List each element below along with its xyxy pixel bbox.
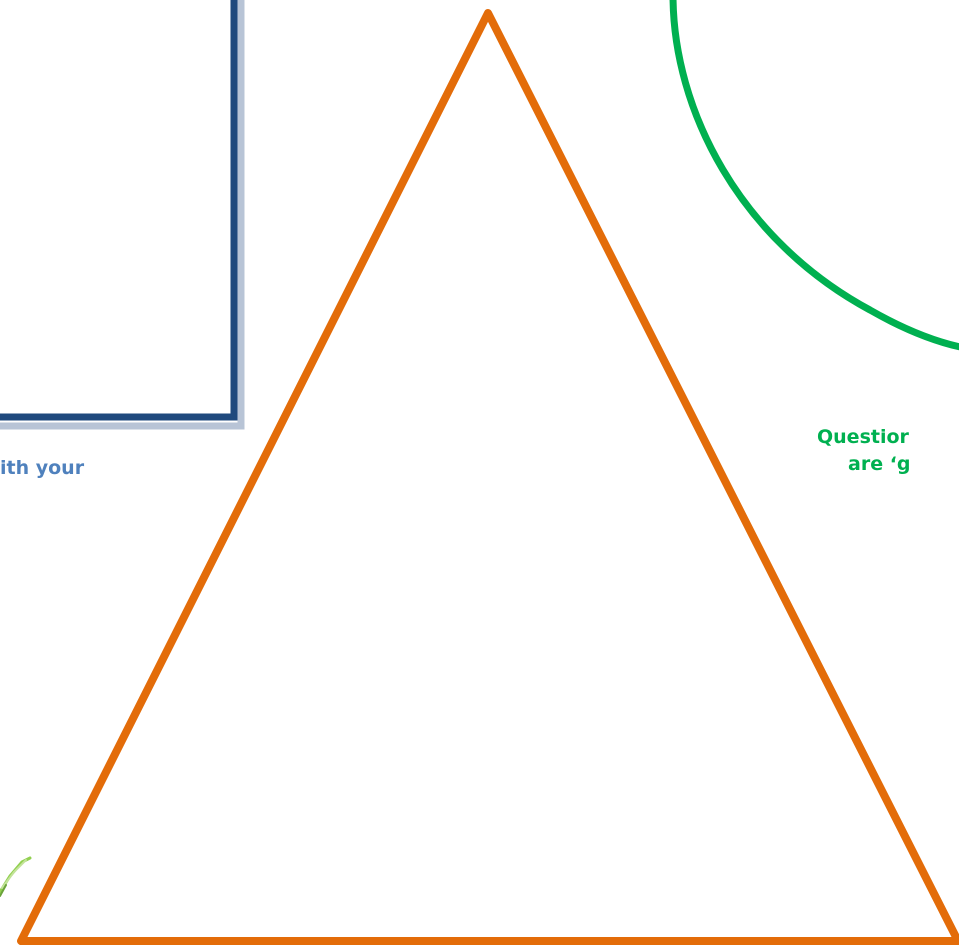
blue-square	[0, 0, 241, 426]
green-circle	[673, 0, 959, 348]
caption-right-line1: Questior	[817, 424, 909, 450]
orange-triangle	[21, 13, 958, 941]
caption-left: ith your	[0, 455, 84, 481]
pencil-doodle-icon	[0, 858, 30, 896]
caption-right-line2: are ‘g	[848, 451, 911, 477]
